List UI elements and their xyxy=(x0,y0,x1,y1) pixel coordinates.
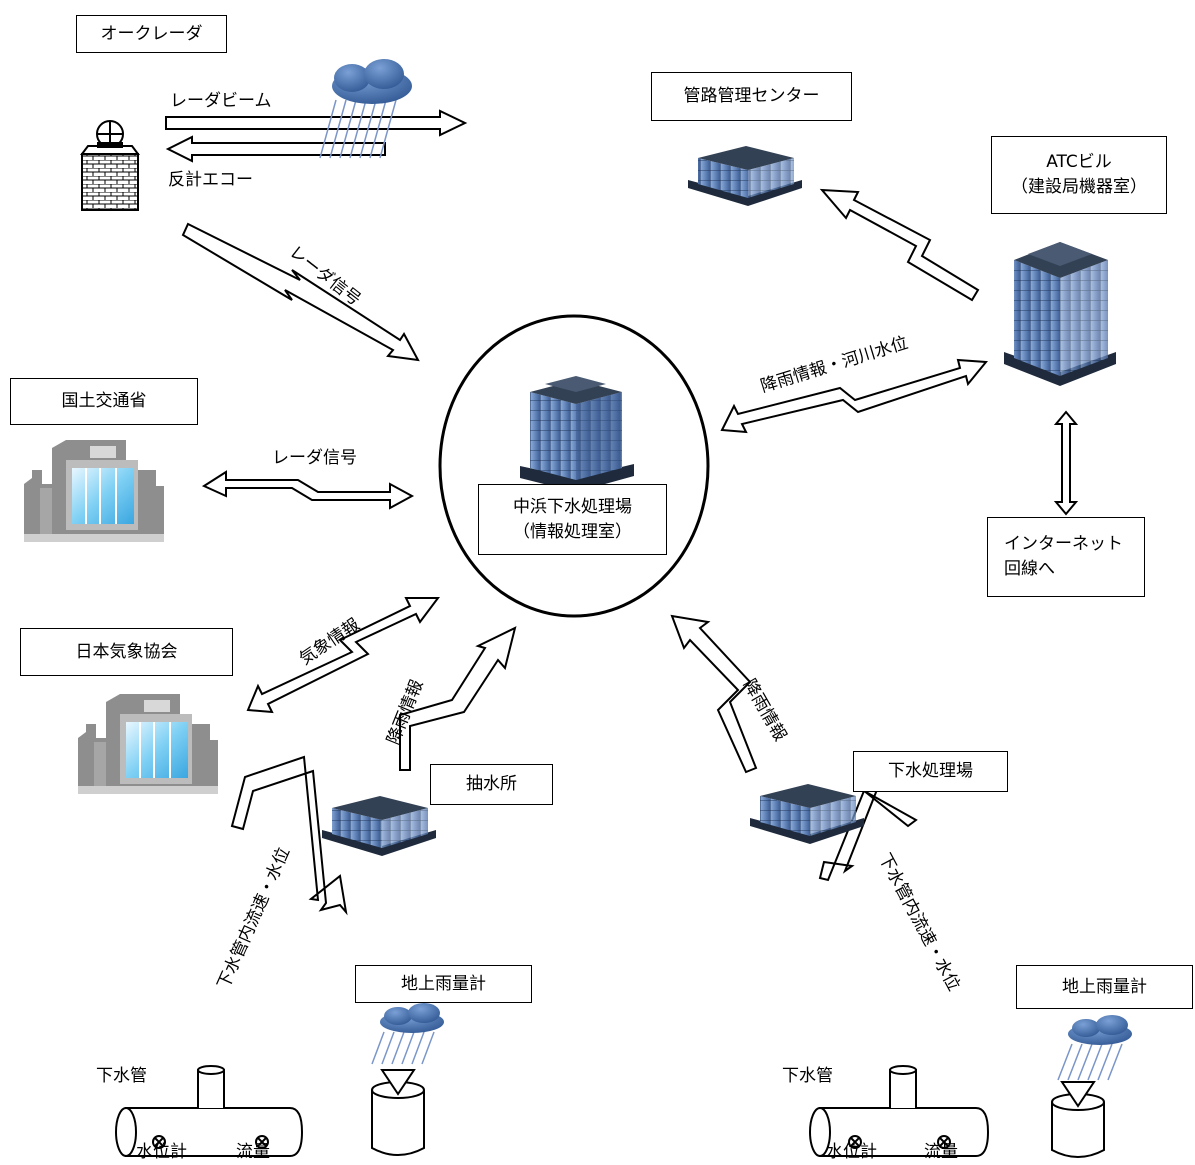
oak-radar-label: オークレーダ xyxy=(100,23,203,44)
sewage-plant-building-icon xyxy=(750,784,864,844)
sewage-plant-label: 下水処理場 xyxy=(888,761,973,782)
pump-station-label: 抽水所 xyxy=(466,774,517,795)
pipe-center-box: 管路管理センター xyxy=(651,72,852,121)
rain-gauge-right-label: 地上雨量計 xyxy=(1062,976,1147,997)
center-building-icon xyxy=(520,376,634,492)
rain-river-arrow xyxy=(720,358,988,434)
radar-tower-icon xyxy=(80,120,140,211)
sewer-pipe-left-icon xyxy=(115,1065,304,1157)
rain-gauge-right-box: 地上雨量計 xyxy=(1016,965,1193,1009)
jwa-building-icon xyxy=(78,694,218,794)
center-label-line1: 中浜下水処理場 xyxy=(513,496,632,517)
pipe-center-label: 管路管理センター xyxy=(683,86,820,107)
radar-beam-arrow xyxy=(165,109,468,137)
pipe-center-building-icon xyxy=(688,146,802,206)
center-label-line2: （情報処理室） xyxy=(513,521,632,542)
jwa-label: 日本気象協会 xyxy=(75,641,178,662)
pump-rain-arrow xyxy=(399,626,517,771)
flow-meter-left-label: 流量 xyxy=(236,1142,270,1162)
rain-gauge-left-icon xyxy=(371,1003,444,1156)
mlit-label: 国土交通省 xyxy=(61,391,147,412)
level-meter-right-label: 水位計 xyxy=(826,1142,877,1162)
pump-station-box: 抽水所 xyxy=(430,764,553,805)
sewer-pipe-right-icon xyxy=(809,1065,990,1157)
internet-label-line1: インターネット xyxy=(1004,534,1123,555)
center-box: 中浜下水処理場 （情報処理室） xyxy=(478,484,667,555)
flow-meter-right-label: 流量 xyxy=(924,1142,958,1162)
radar-signal-label-2: レーダ信号 xyxy=(272,448,357,468)
sewer-pipe-right-label: 下水管 xyxy=(782,1066,833,1086)
mlit-building-icon xyxy=(24,440,164,542)
radar-signal-arrow-2 xyxy=(201,470,415,510)
sewage-plant-box: 下水処理場 xyxy=(853,751,1008,792)
flow-level-arrow-left-main xyxy=(230,755,348,916)
pump-station-building-icon xyxy=(322,796,436,856)
sewer-pipe-left-label: 下水管 xyxy=(96,1066,147,1086)
reflected-echo-label: 反計エコー xyxy=(168,170,253,190)
rain-gauge-left-label: 地上雨量計 xyxy=(401,973,486,994)
plant-rain-arrow xyxy=(670,614,758,774)
atc-label-line1: ATCビル xyxy=(1046,152,1112,173)
internet-label-line2: 回線へ xyxy=(1004,559,1055,579)
radar-beam-label: レーダビーム xyxy=(170,91,272,111)
oak-radar-box: オークレーダ xyxy=(76,15,227,53)
radar-signal-arrow-1 xyxy=(181,222,420,362)
rain-cloud-icon xyxy=(319,59,412,159)
atc-building-icon xyxy=(1004,242,1116,386)
rain-gauge-left-box: 地上雨量計 xyxy=(355,965,532,1003)
atc-to-pipe-center-arrow xyxy=(819,188,980,302)
rain-gauge-right-icon xyxy=(1051,1015,1132,1158)
atc-label-line2: （建設局機器室） xyxy=(1011,177,1147,197)
mlit-box: 国土交通省 xyxy=(10,378,198,425)
jwa-box: 日本気象協会 xyxy=(20,628,233,676)
level-meter-left-label: 水位計 xyxy=(136,1142,187,1162)
internet-box: インターネット 回線へ xyxy=(987,517,1145,597)
weather-info-arrow xyxy=(246,597,440,714)
atc-internet-arrow xyxy=(1053,410,1079,516)
atc-box: ATCビル （建設局機器室） xyxy=(991,136,1167,214)
